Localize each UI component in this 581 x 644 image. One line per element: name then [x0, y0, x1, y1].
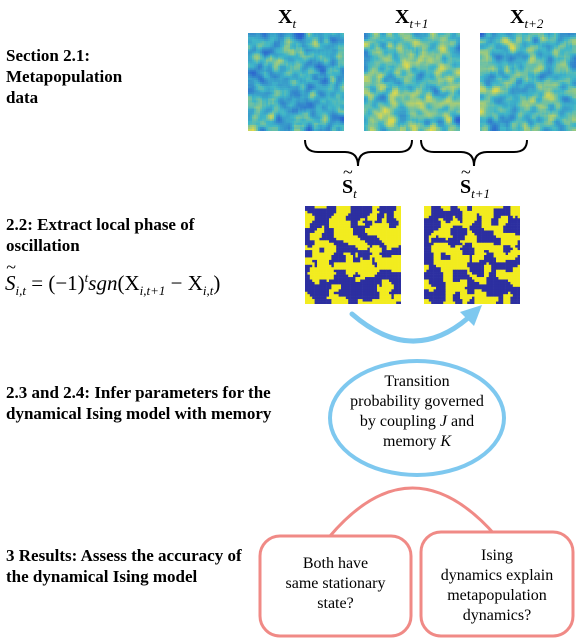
section-3-results-label: 3 Results: Assess the accuracy of the dy… — [6, 546, 242, 586]
formula-lhs-sub: i,t — [15, 283, 26, 299]
brace-left — [304, 139, 413, 167]
label-x-t2: Xt+2 — [510, 6, 544, 31]
formula-fn: sgn — [88, 271, 118, 295]
metapopulation-heatmap-t1 — [364, 33, 460, 131]
dynamics-line-2: dynamics explain — [440, 567, 554, 584]
ising-line-4: memory K — [383, 433, 451, 450]
formula-s-tilde: S — [5, 257, 16, 296]
label-s-t: St — [342, 162, 357, 202]
stationary-line-3: state? — [317, 595, 354, 612]
transition-arrowhead — [460, 305, 482, 326]
label-s-t1: St+1 — [460, 162, 490, 202]
formula-sub2: i,t — [202, 283, 214, 299]
metapopulation-heatmap-t — [248, 33, 344, 131]
formula-close: ) — [213, 271, 221, 295]
phase-grid-s-t1 — [424, 206, 520, 304]
ising-node-text: Transition probability governed by coupl… — [332, 372, 502, 452]
dynamics-line-4: dynamics? — [462, 607, 532, 624]
result-stationary-text: Both have same stationary state? — [262, 554, 409, 614]
formula-sub1: i,t+1 — [139, 283, 166, 299]
ising-line-2: probability governed — [350, 393, 484, 410]
ising-line-3: by coupling J and — [359, 413, 475, 430]
brace-right — [420, 139, 528, 167]
results-branch — [328, 486, 498, 537]
ising-line-1: Transition — [384, 373, 450, 390]
result-box-stationary — [258, 534, 413, 638]
stationary-line-2: same stationary — [285, 575, 386, 592]
formula-open: (X — [117, 271, 140, 295]
formula-minus: − X — [165, 271, 203, 295]
result-box-dynamics — [419, 530, 575, 638]
formula-eq: = (−1) — [25, 271, 85, 295]
section-2-1-label: Section 2.1: Metapopulation data — [6, 46, 123, 107]
result-dynamics-text: Ising dynamics explain metapopulation dy… — [423, 546, 571, 626]
symbol-j: J — [439, 413, 447, 430]
formula-sup: t — [84, 270, 89, 285]
section-2-3-2-4-label: 2.3 and 2.4: Infer parameters for the dy… — [6, 383, 272, 423]
dynamics-line-3: metapopulation — [447, 587, 547, 604]
metapopulation-heatmap-t2 — [480, 33, 576, 131]
label-x-t1: Xt+1 — [395, 6, 429, 31]
phase-formula: Si,t = (−1)tsgn(Xi,t+1 − Xi,t) — [5, 257, 221, 299]
label-x-t: Xt — [278, 6, 297, 31]
symbol-k: K — [440, 433, 451, 450]
section-2-2-label: 2.2: Extract local phase of oscillation — [6, 215, 195, 255]
phase-grid-s-t — [305, 206, 401, 304]
transition-arrow — [349, 311, 471, 344]
stationary-line-1: Both have — [302, 555, 369, 572]
dynamics-line-1: Ising — [481, 547, 513, 564]
ising-model-node — [328, 359, 506, 477]
